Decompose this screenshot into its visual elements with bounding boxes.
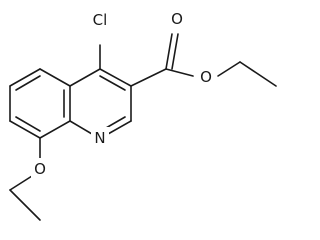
- label-bg-o-ester: [196, 66, 216, 88]
- ethoxy-group: [9, 137, 41, 221]
- bond-c7-c8: [9, 120, 41, 139]
- benzene-ring: [9, 68, 71, 139]
- bond-c4a-c5: [39, 68, 71, 87]
- ester-group: [130, 33, 277, 87]
- label-bg-n: [91, 127, 109, 149]
- atom-label-n: N: [94, 129, 105, 147]
- label-bg-o-ether: [31, 158, 49, 180]
- structure-canvas: Cl O O N O: [9, 8, 277, 221]
- bond-o-ester-ch2: [217, 61, 241, 77]
- bond-ch2-ch3: [239, 61, 277, 87]
- label-bg-o-carbonyl: [168, 8, 186, 30]
- bond-o-ether-ch2: [9, 175, 33, 191]
- label-bg-cl: [87, 8, 113, 32]
- bond-c8-c8a: [39, 120, 71, 139]
- bond-carbonyl-co-1: [165, 33, 173, 70]
- atom-labels: Cl O O N O: [31, 8, 216, 180]
- bond-c4a-c4: [69, 68, 101, 87]
- bond-carbonyl-c-o-ester: [165, 68, 194, 77]
- bond-n-c8a: [69, 120, 93, 135]
- bond-carbonyl-co-2: [171, 33, 179, 70]
- atom-label-o-ether: O: [34, 160, 46, 178]
- bond-c5-c6: [9, 68, 41, 87]
- bond-c4-c3: [99, 68, 132, 87]
- pyridine-ring: [69, 68, 132, 135]
- double-bond-c5-c6: [15, 75, 41, 91]
- atom-label-o-carbonyl: O: [171, 10, 183, 28]
- double-bond-c7-c8: [15, 116, 41, 132]
- double-bond-c4-c3: [99, 75, 126, 91]
- bond-c2-n: [107, 120, 132, 135]
- atom-label-cl: Cl: [93, 11, 108, 29]
- bond-ch2-ch3-ethoxy: [9, 189, 41, 221]
- atom-label-o-ester: O: [200, 68, 212, 86]
- bond-c3-carbonyl-c: [130, 68, 167, 87]
- double-bond-c2-n: [105, 116, 126, 129]
- molecule-structure-diagram: Cl O O N O: [9, 8, 277, 221]
